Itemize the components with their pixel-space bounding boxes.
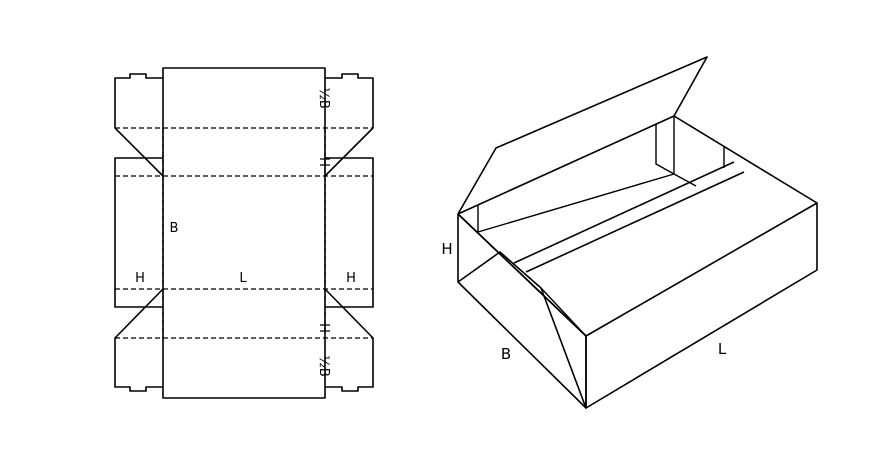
box-label-l: L xyxy=(718,340,727,358)
box-front-wall xyxy=(585,202,818,409)
net-label-h-bottom: H xyxy=(316,323,331,333)
net-bottom-left-dust-flap xyxy=(114,288,164,392)
box-rim-left-edge xyxy=(457,213,587,337)
net-label-l: L xyxy=(239,271,247,286)
net-bottom-right-dust-flap xyxy=(324,288,374,392)
box-dust-flap-fold xyxy=(540,287,587,337)
box-label-h: H xyxy=(441,240,452,258)
box-inner-floor-corner xyxy=(673,173,697,187)
box-inner-flap-edge-2 xyxy=(525,171,745,273)
box-left-end xyxy=(457,213,587,409)
net-top-left-dust-flap xyxy=(114,73,164,177)
net-label-h-right: H xyxy=(346,271,356,286)
box-lid xyxy=(457,56,708,215)
net-label-h-left: H xyxy=(135,271,145,286)
net-right-side-panel xyxy=(325,157,374,308)
net-label-half-b-bottom: ½B xyxy=(316,355,331,377)
flat-net: ½B H B H L H H ½B xyxy=(114,67,374,399)
box-left-dust-flap xyxy=(457,251,587,409)
net-label-h-top: H xyxy=(316,157,331,167)
box-3d: H B L xyxy=(441,56,818,409)
box-inner-floor-line xyxy=(477,173,675,233)
box-top-rim xyxy=(457,115,818,215)
box-inner-back-post xyxy=(655,124,675,175)
net-top-right-dust-flap xyxy=(324,73,374,177)
box-label-b: B xyxy=(501,345,511,363)
net-label-b: B xyxy=(170,221,179,236)
net-left-side-panel xyxy=(114,157,163,308)
net-label-half-b-top: ½B xyxy=(316,87,331,109)
net-center-strip xyxy=(162,67,326,399)
box-inner-flap-edge xyxy=(513,161,735,264)
